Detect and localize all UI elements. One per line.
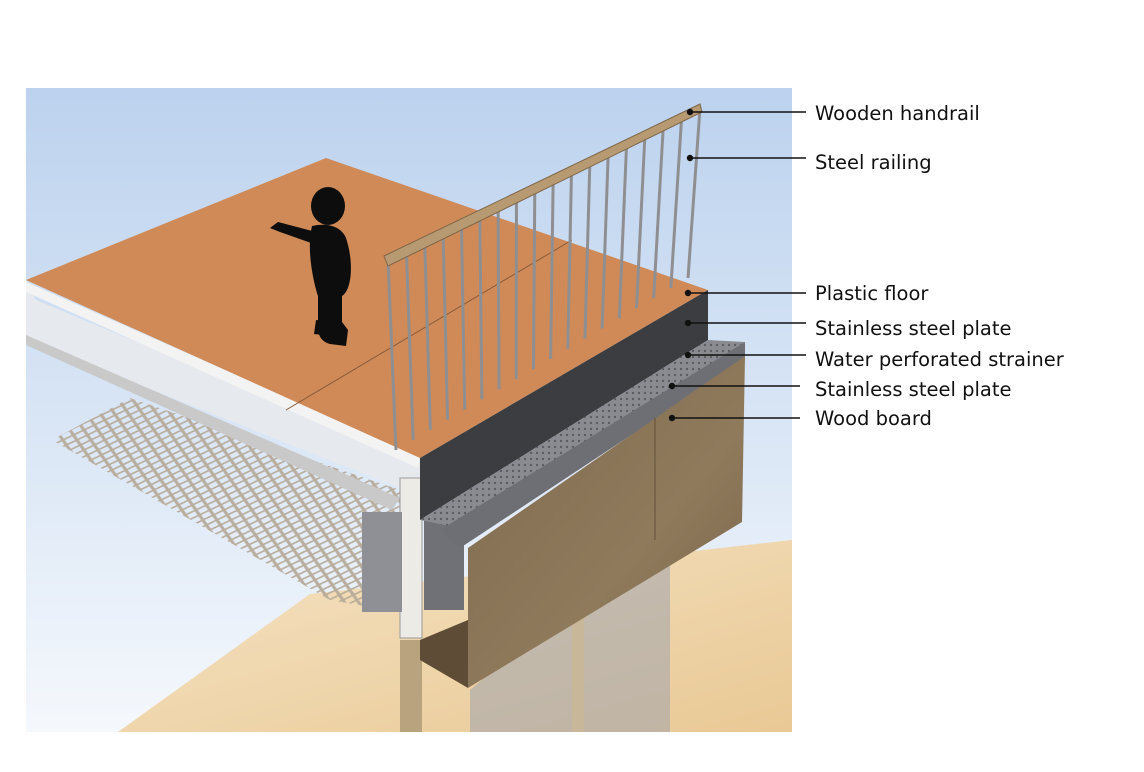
railing-baluster <box>652 125 665 299</box>
railing-baluster <box>669 116 684 289</box>
label-stainless-steel-plate-2: Stainless steel plate <box>815 378 1012 401</box>
railing-baluster <box>404 251 415 440</box>
mesh-ceiling <box>52 398 400 612</box>
child-silhouette <box>270 187 351 346</box>
callouts: Wooden handrail Steel railing Plastic fl… <box>668 102 1065 430</box>
stainless-steel-plate-upper <box>420 290 708 520</box>
label-wooden-handrail: Wooden handrail <box>815 102 980 125</box>
callout-stainless-steel-plate-1: Stainless steel plate <box>684 317 1012 340</box>
railing-baluster <box>386 259 398 451</box>
slab-edge-top-band <box>26 282 420 468</box>
callout-water-perforated-strainer: Water perforated strainer <box>684 348 1065 371</box>
water-perforated-strainer-face <box>420 340 745 528</box>
steel-railing-assembly <box>383 103 703 451</box>
railing-baluster <box>600 152 610 329</box>
floor-joint <box>285 239 573 411</box>
railing-baluster <box>423 242 432 430</box>
callout-wood-board: Wood board <box>668 407 932 430</box>
railing-baluster <box>634 134 647 309</box>
railing-baluster <box>459 224 467 410</box>
railing-baluster <box>531 188 537 370</box>
callout-steel-railing: Steel railing <box>686 151 932 174</box>
callout-stainless-steel-plate-2: Stainless steel plate <box>668 378 1012 401</box>
railing-baluster <box>441 233 450 420</box>
callout-wooden-handrail: Wooden handrail <box>686 102 980 125</box>
railing-baluster <box>478 215 484 400</box>
label-stainless-steel-plate-1: Stainless steel plate <box>815 317 1012 340</box>
slab-side-face <box>26 280 420 488</box>
railing-baluster <box>617 143 629 319</box>
slab-concrete-band <box>26 335 400 510</box>
steel-column <box>399 477 423 639</box>
callout-plastic-floor: Plastic floor <box>684 282 929 305</box>
label-water-perforated-strainer: Water perforated strainer <box>815 348 1065 371</box>
railing-baluster <box>583 161 592 339</box>
label-wood-board: Wood board <box>815 407 932 430</box>
stainless-steel-plate-lower <box>440 342 745 548</box>
steel-beam-shadow <box>362 512 402 612</box>
railing-baluster <box>686 107 702 279</box>
railing-baluster <box>496 206 501 390</box>
label-steel-railing: Steel railing <box>815 151 932 174</box>
railing-baluster <box>566 170 574 349</box>
plastic-floor-surface <box>26 158 708 458</box>
railing-baluster <box>549 179 555 359</box>
label-plastic-floor: Plastic floor <box>815 282 929 305</box>
wood-board-fascia <box>468 356 745 688</box>
steel-post-lower <box>400 640 422 732</box>
wood-board-end <box>420 620 468 688</box>
